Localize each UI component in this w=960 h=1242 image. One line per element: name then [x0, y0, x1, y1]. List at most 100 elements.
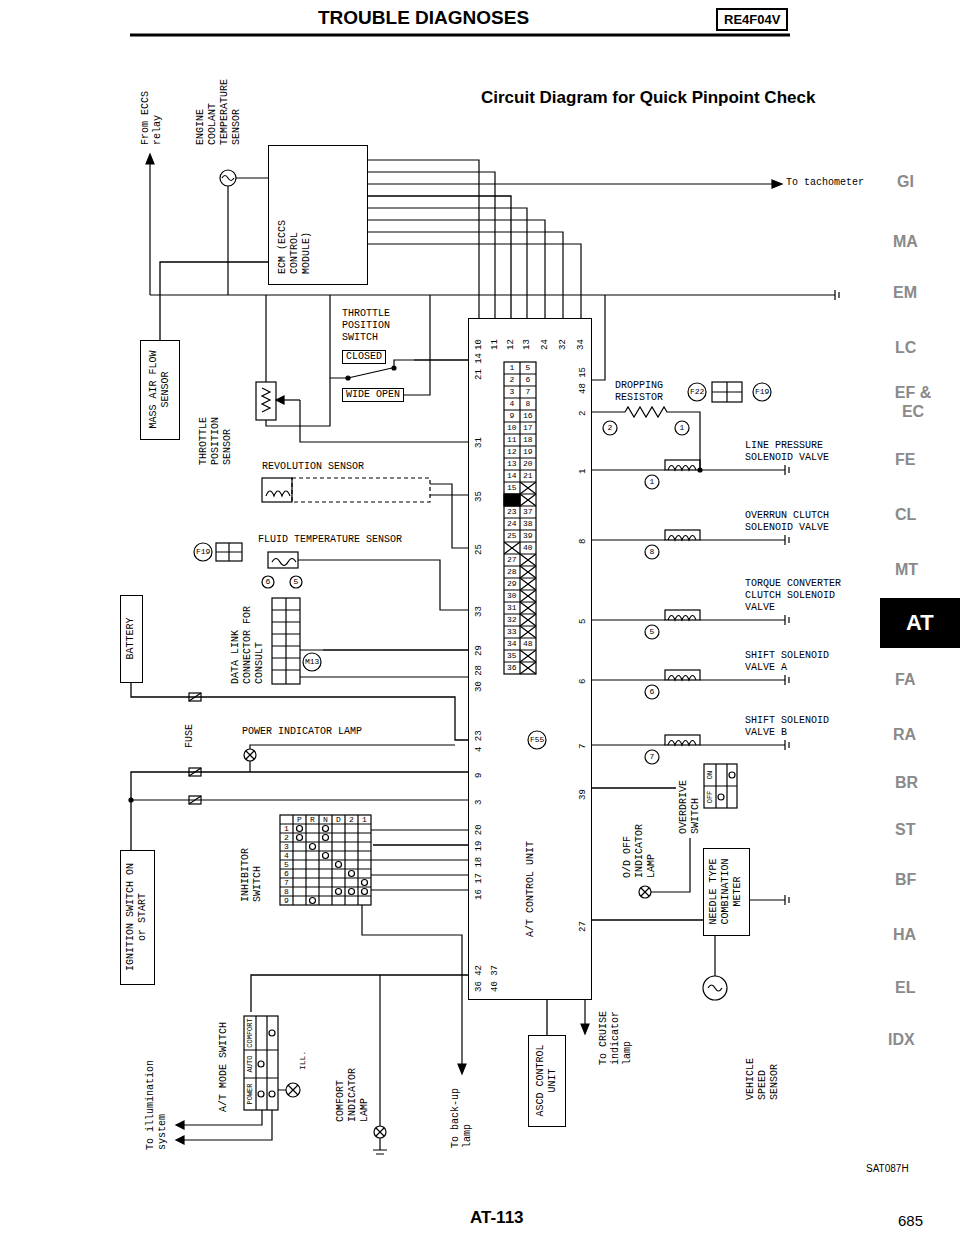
table-cell: 5 — [284, 861, 289, 869]
pin-cell: 21 — [523, 472, 533, 480]
unused-pin-mark — [520, 554, 536, 566]
terminal-number: 6 — [650, 688, 655, 696]
pin-cell: 20 — [523, 460, 533, 468]
sensor-label: ENGINE COOLANT TEMPERATURE SENSOR — [195, 65, 243, 145]
connector-block: DATA LINK CONNECTOR FOR CONSULT — [228, 592, 323, 688]
node-text: A/T MODE SWITCH — [218, 1022, 230, 1112]
contact-circle — [310, 844, 316, 850]
pin-number: 9 — [474, 773, 485, 778]
figure-code: SAT087H — [866, 1163, 909, 1175]
terminal-number: 2 — [608, 424, 613, 432]
contact-circle — [258, 1091, 264, 1097]
terminal-number: 5 — [650, 628, 655, 636]
table-cell: 2 — [284, 834, 289, 842]
pin-cell: 23 — [507, 508, 517, 516]
contact-circle — [323, 853, 329, 859]
solenoid-coil — [665, 460, 700, 470]
pin-number: 31 — [474, 437, 485, 448]
section-tab: HA — [893, 925, 916, 944]
table-cell: AUTO — [246, 1050, 254, 1078]
table-cell: OFF — [706, 786, 714, 808]
pin-number: 16 17 18 19 20 — [474, 824, 485, 900]
contact-circle — [336, 889, 342, 895]
pin-number: 3 — [474, 800, 485, 805]
wire-connector — [373, 845, 468, 846]
pin-number: 4 23 — [474, 730, 485, 752]
table-cell: COMFORT — [246, 1016, 254, 1050]
component-label: OVERRUN CLUTCH SOLENOID VALVE — [745, 510, 835, 534]
node-text: BATTERY — [125, 601, 137, 676]
table-cell: POWER — [246, 1078, 254, 1110]
wire-label: To CRUISE indicator lamp — [598, 995, 634, 1065]
wire-line — [592, 919, 703, 920]
section-tab: EF & EC — [891, 383, 935, 421]
unused-pin-mark — [520, 566, 536, 578]
component-label: SHIFT SOLENOID VALVE A — [745, 650, 835, 674]
unused-pin-mark — [520, 578, 536, 590]
wire-line — [323, 649, 468, 650]
contact-circle — [258, 1061, 264, 1067]
pin-number: 39 — [578, 789, 589, 800]
node-text: RE4F04V — [724, 12, 780, 28]
table-cell: 3 — [284, 843, 289, 851]
coil-winding — [668, 616, 696, 621]
lamp-label: ILL. — [298, 1051, 308, 1070]
section-tab-active: AT — [880, 598, 960, 648]
pin-number: 34 — [576, 339, 587, 350]
wire-connector — [131, 772, 468, 850]
terminal-circle — [645, 750, 659, 764]
control-unit-box: ASCD CONTROL UNIT — [528, 1035, 566, 1127]
contact-circle — [310, 898, 316, 904]
pin-cell: 25 — [507, 532, 517, 540]
unused-pin-mark — [520, 482, 536, 494]
pin-number: 8 — [578, 539, 589, 544]
pin-cell: 17 — [523, 424, 533, 432]
component-label: SHIFT SOLENOID VALVE B — [745, 715, 835, 739]
pin-cell: 8 — [526, 400, 531, 408]
node-text: WIDE OPEN — [342, 388, 404, 402]
pin-cell: 19 — [523, 448, 533, 456]
page-header: TROUBLE DIAGNOSES — [318, 7, 529, 30]
pin-cell: 11 — [507, 436, 517, 444]
wire-label: To tachometer — [786, 177, 864, 189]
terminal-number: 8 — [650, 548, 655, 556]
table-cell: ON — [706, 764, 714, 786]
model-code-box: RE4F04V — [716, 8, 788, 31]
node-text: IGNITION SWITCH ON or START — [125, 856, 149, 978]
pin-number: 30 28 — [474, 665, 485, 692]
node-text: NEEDLE TYPE COMBINATION METER — [708, 854, 744, 929]
lamp-label: O/D OFF INDICATOR LAMP — [622, 800, 658, 878]
contact-circle — [729, 772, 735, 778]
unused-pin-mark — [520, 614, 536, 626]
sensor-box: MASS AIR FLOW SENSOR — [140, 340, 180, 440]
pin-cell: 27 — [507, 556, 517, 564]
pin-cell: 16 — [523, 412, 533, 420]
section-tab: LC — [895, 338, 916, 357]
node-text: INHIBITOR SWITCH — [240, 822, 264, 902]
coil-winding — [668, 676, 696, 681]
solenoid-coil — [665, 530, 700, 540]
pin-number: 48 15 — [578, 367, 589, 394]
section-tab: IDX — [888, 1030, 915, 1049]
sensor-label: THROTTLE POSITION SENSOR — [198, 410, 234, 465]
control-module-box: ECM (ECCS CONTROL MODULE) — [268, 145, 368, 285]
unused-pin-mark — [520, 650, 536, 662]
wire-label: From ECCS relay — [140, 75, 164, 145]
wire-connector — [592, 920, 703, 921]
pin-cell: 2 — [510, 376, 515, 384]
contact-circle — [718, 794, 724, 800]
connector-id: F19 — [196, 548, 210, 556]
pin-number: 29 — [474, 645, 485, 656]
pin-cell: 7 — [526, 388, 531, 396]
node-text: CLOSED — [342, 350, 386, 364]
unused-pin-mark — [520, 590, 536, 602]
wire-line — [546, 1000, 547, 1035]
terminal-number: 1 — [680, 424, 685, 432]
pin-cell: 15 — [507, 484, 517, 492]
wire-connector — [592, 788, 676, 789]
section-tab: RA — [893, 725, 916, 744]
fuse-symbol — [189, 796, 201, 804]
pin-number: 10 — [474, 339, 485, 350]
